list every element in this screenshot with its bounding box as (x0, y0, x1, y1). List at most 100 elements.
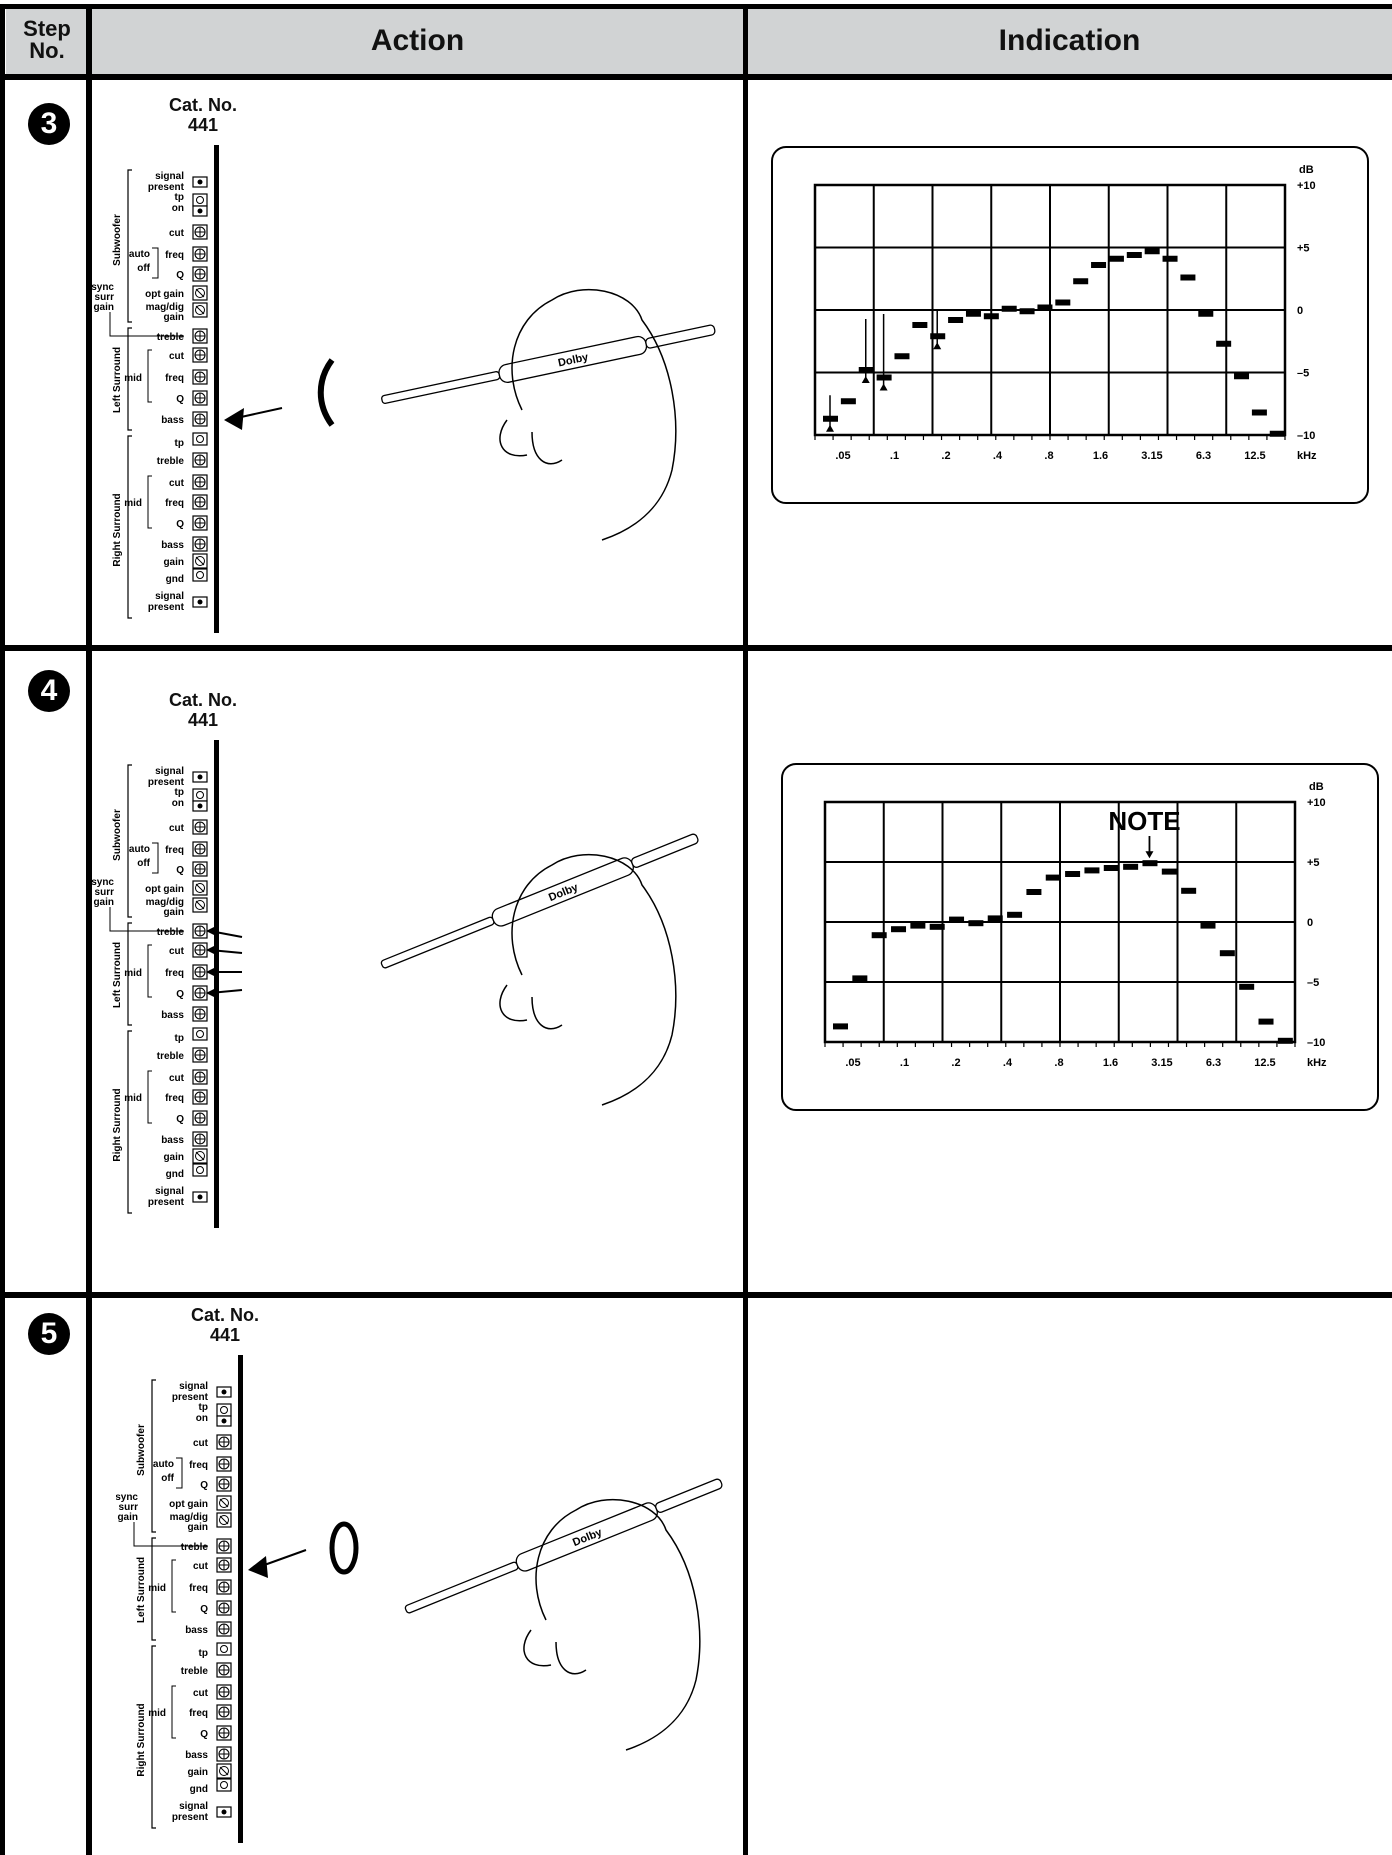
panel-label: mid (148, 1583, 166, 1594)
group-bracket (151, 1379, 156, 1533)
data-point (1251, 409, 1267, 416)
panel-label: surr (95, 292, 115, 303)
panel-label: treble (181, 1542, 209, 1553)
panel-label: freq (165, 1093, 184, 1104)
panel-label: freq (165, 968, 184, 979)
x-tick-label: .05 (835, 450, 850, 462)
rotate-arrow (329, 1521, 359, 1575)
x-tick-label: .1 (900, 1057, 909, 1069)
panel-label: mid (124, 498, 142, 509)
panel-label: gnd (190, 1784, 208, 1795)
data-point (910, 922, 926, 929)
group-bracket (127, 327, 132, 431)
y-tick-label: –5 (1297, 368, 1309, 380)
x-tick-label: 1.6 (1103, 1057, 1118, 1069)
panel-label: mag/dig (170, 1512, 208, 1523)
table-border-left (0, 4, 5, 1855)
data-point (912, 322, 928, 328)
x-tick-label: .2 (941, 450, 950, 462)
data-point (1258, 1018, 1274, 1025)
finger-outline (523, 1629, 552, 1667)
column-divider-step (86, 4, 92, 1855)
panel-edge-bar (214, 145, 219, 633)
data-point (891, 926, 907, 933)
data-point (1055, 299, 1071, 306)
panel-label: on (172, 798, 184, 809)
sub-bracket (147, 944, 152, 998)
nsync-leader (109, 907, 184, 932)
panel-label: tp (175, 438, 184, 449)
group-label-subwoofer: Subwoofer (112, 809, 123, 861)
panel-label: bass (161, 415, 184, 426)
panel-label: Q (176, 394, 184, 405)
preset-pot-icon (195, 556, 205, 566)
data-point (1007, 911, 1023, 918)
action-header-label: Action (370, 24, 465, 57)
data-point (833, 1023, 848, 1030)
indication-header-label: Indication (998, 24, 1141, 57)
x-tick-label: .8 (1054, 1057, 1063, 1069)
panel-label: Q (176, 519, 184, 530)
panel-label: treble (157, 456, 185, 467)
panel-label: Q (176, 989, 184, 1000)
test-point-icon (196, 791, 204, 799)
sub-bracket (147, 1070, 152, 1124)
x-tick-label: 6.3 (1196, 450, 1211, 462)
test-point-frame (216, 1778, 232, 1792)
panel-label: treble (181, 1666, 209, 1677)
panel-label: mag/dig (146, 302, 184, 313)
preset-pot-icon (219, 1766, 229, 1776)
sub-bracket (171, 1559, 176, 1613)
group-label-left-surround: Left Surround (136, 1557, 147, 1623)
screwdriver-tip (645, 324, 716, 349)
y-tick-label: 0 (1297, 305, 1303, 317)
data-point (1037, 304, 1053, 311)
catalog-value: 441 (187, 710, 219, 730)
catalog-number: Cat. No. 441 (143, 95, 263, 135)
step-header-cell (6, 6, 88, 74)
panel-label: gain (163, 1152, 184, 1163)
x-tick-label: .1 (890, 450, 899, 462)
data-point (1026, 889, 1042, 895)
data-point (987, 915, 1003, 922)
step-header-line1: Step (23, 16, 71, 41)
test-point-icon (220, 1406, 228, 1414)
x-tick-label: 12.5 (1254, 1057, 1275, 1069)
catalog-number: Cat. No. 441 (143, 690, 263, 730)
led-icon (221, 1809, 227, 1815)
x-tick-label: 3.15 (1141, 450, 1162, 462)
panel-label: cut (169, 946, 185, 957)
catalog-value: 441 (187, 115, 219, 135)
group-bracket (151, 1537, 156, 1641)
test-point-icon (220, 1781, 228, 1789)
led-icon (221, 1418, 227, 1424)
panel-label: on (196, 1413, 208, 1424)
header-bottom-rule (0, 74, 1392, 80)
screwdriver-tip (655, 1478, 723, 1513)
panel-label: cut (193, 1688, 209, 1699)
group-bracket (151, 1645, 156, 1829)
panel-label: bass (161, 1010, 184, 1021)
step-header-label: Step No. (6, 18, 88, 62)
data-point (1234, 373, 1250, 380)
panel-label: signal (155, 171, 184, 182)
panel-label: tp (199, 1648, 208, 1659)
panel-label: gnd (166, 574, 184, 585)
x-tick-label: .4 (1003, 1057, 1013, 1069)
panel-label: bass (161, 540, 184, 551)
panel-label: present (148, 602, 185, 613)
panel-label: freq (165, 498, 184, 509)
test-point-icon (220, 1645, 228, 1653)
led-icon (197, 803, 203, 809)
panel-label: surr (119, 1502, 139, 1513)
preset-pot-slot (195, 288, 205, 298)
led-icon (221, 1389, 227, 1395)
group-bracket (127, 435, 132, 619)
panel-label: cut (193, 1561, 209, 1572)
panel-label: Q (200, 1604, 208, 1615)
y-tick-label: –10 (1307, 1037, 1325, 1049)
pointer-arrowhead (206, 925, 218, 937)
